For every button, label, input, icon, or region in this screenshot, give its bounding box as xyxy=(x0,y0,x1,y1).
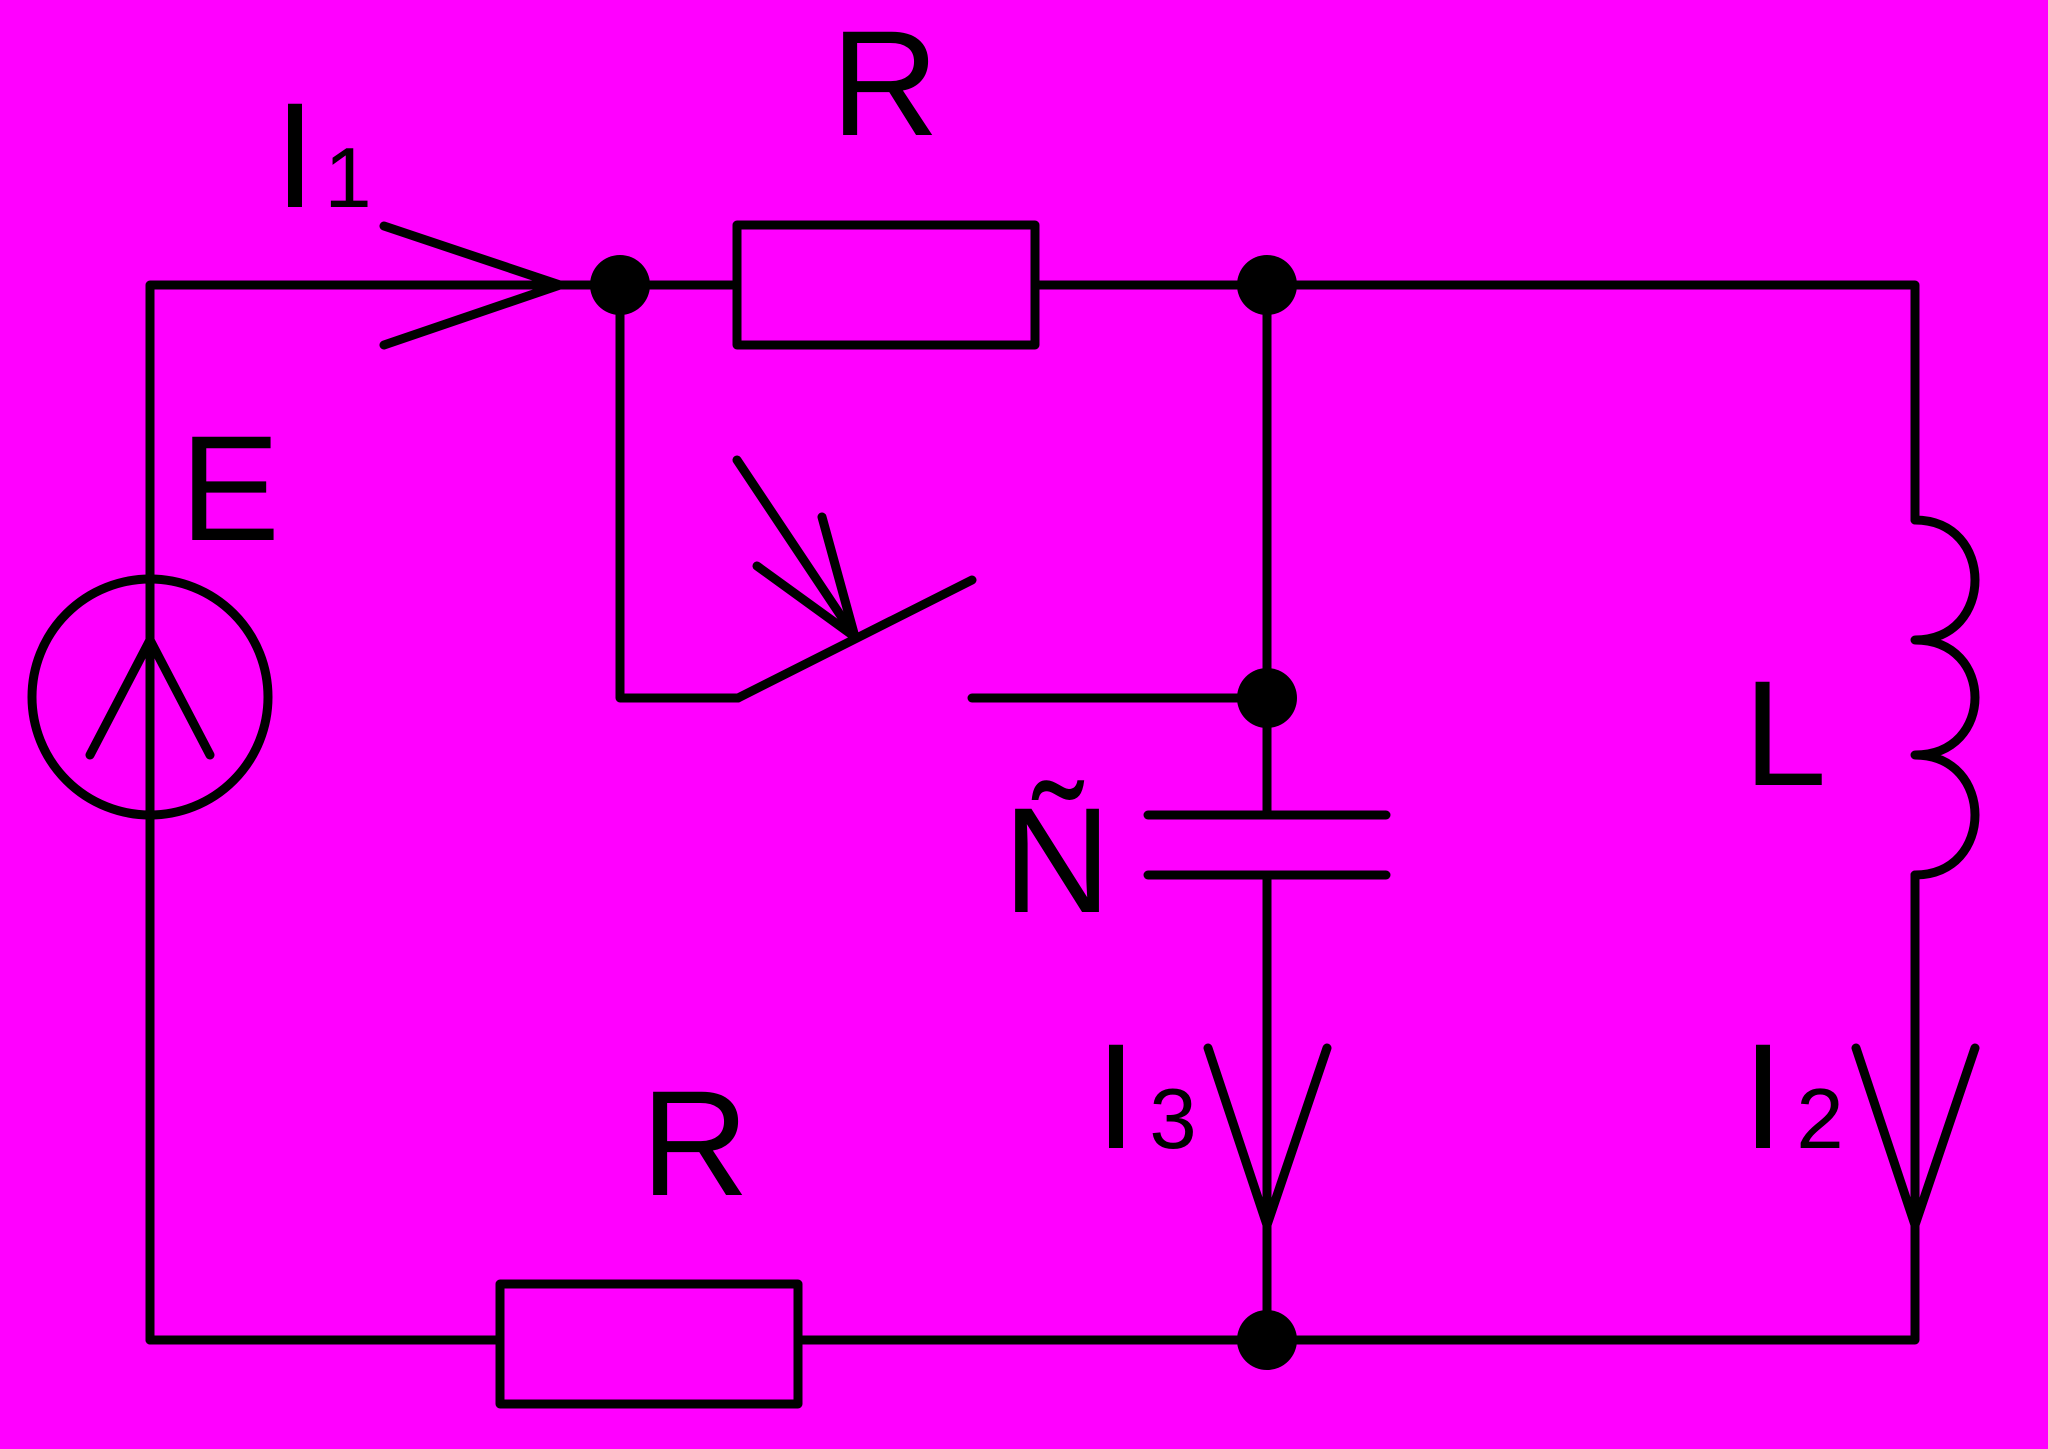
current-arrow-i2-icon xyxy=(1851,1043,1980,1230)
wire-right-lower xyxy=(795,870,1920,1345)
label-capacitor: Ñ xyxy=(1003,776,1111,944)
switch-arrow-shaft xyxy=(732,455,860,642)
switch-arrow-head-icon xyxy=(752,512,860,642)
label-current-3: I 3 xyxy=(1095,1012,1196,1180)
label-resistor-top: R xyxy=(831,0,939,167)
label-current-1-main: I xyxy=(274,71,316,239)
current-arrow-i3-icon xyxy=(1203,1043,1332,1230)
node-middle xyxy=(1237,668,1297,728)
resistor-bottom xyxy=(495,1279,803,1409)
label-current-2-main: I xyxy=(1742,1012,1784,1180)
wire-switch-left xyxy=(615,280,743,703)
label-current-1: I 1 xyxy=(274,71,371,239)
node-top-middle xyxy=(1237,255,1297,315)
node-bottom xyxy=(1237,1310,1297,1370)
label-current-1-sub: 1 xyxy=(324,131,371,226)
resistor-top xyxy=(732,220,1040,350)
label-current-3-main: I xyxy=(1095,1012,1137,1180)
switch xyxy=(732,455,977,703)
wire-top-right xyxy=(1030,280,1920,525)
junctions xyxy=(590,255,1297,1370)
source-arrow-icon xyxy=(85,635,215,760)
label-current-3-sub: 3 xyxy=(1149,1072,1196,1167)
node-top-left xyxy=(590,255,650,315)
label-current-2-sub: 2 xyxy=(1796,1072,1843,1167)
label-resistor-bottom: R xyxy=(641,1059,749,1227)
current-arrow-i1-icon xyxy=(379,221,565,350)
capacitor xyxy=(1143,810,1391,880)
wires xyxy=(145,280,1920,1345)
label-current-2: I 2 xyxy=(1742,1012,1843,1180)
label-inductor: L xyxy=(1743,649,1826,817)
inductor-coil xyxy=(1910,515,1980,880)
label-source: E xyxy=(180,404,280,572)
emf-source xyxy=(27,574,273,820)
wire-top-left xyxy=(145,280,742,1345)
